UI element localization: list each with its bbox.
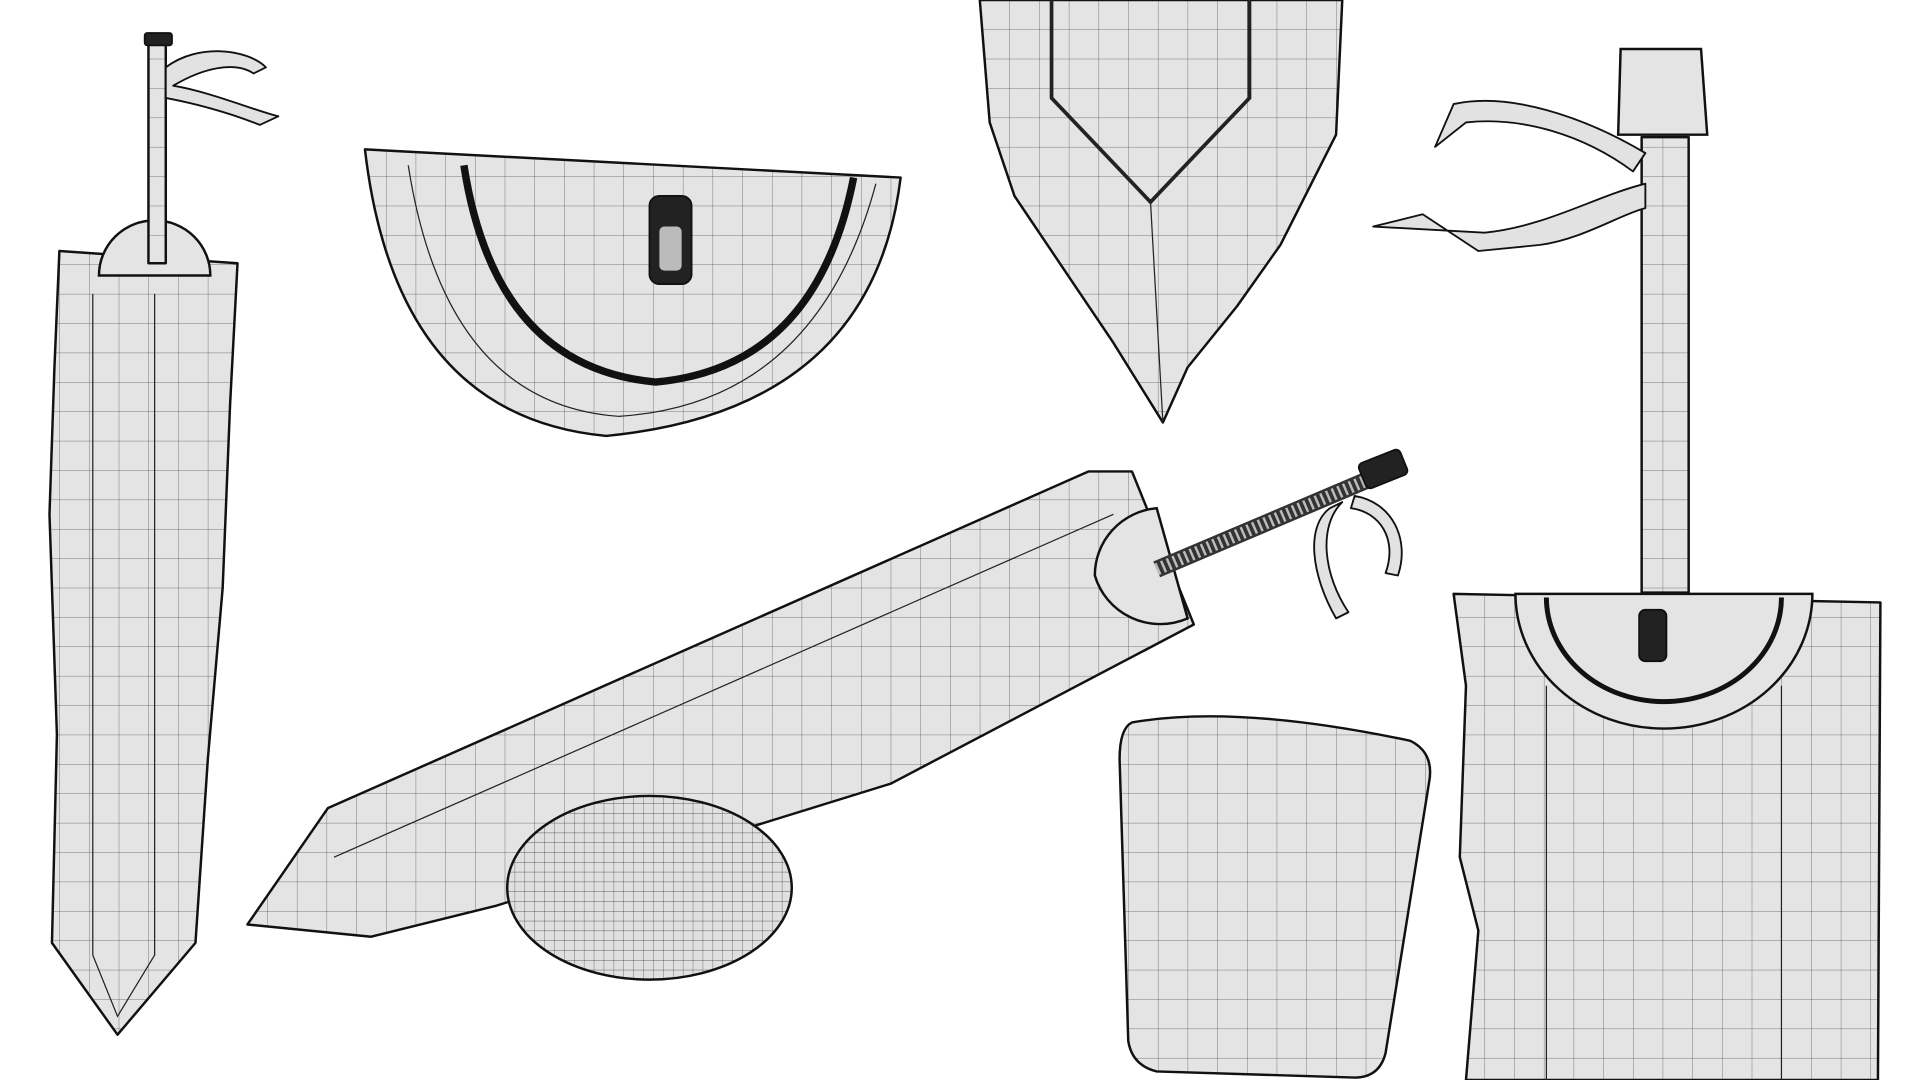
- grip: [147, 41, 168, 265]
- rock: [505, 794, 793, 981]
- blade-tip-closeup: [978, 0, 1344, 424]
- sword-hilt-closeup-right: [1372, 47, 1882, 1080]
- clasp: [1638, 608, 1668, 663]
- guard: [1093, 506, 1190, 626]
- claw: [1313, 495, 1403, 620]
- pommel-block-closeup: [1118, 715, 1432, 1079]
- guard-half-disc-closeup: [363, 148, 902, 438]
- claw: [1372, 100, 1647, 252]
- sword-diagonal: [246, 448, 1409, 938]
- blade: [1452, 592, 1882, 1080]
- blade: [48, 249, 239, 1036]
- grip: [1640, 135, 1690, 594]
- pommel: [1357, 448, 1409, 490]
- blade: [246, 470, 1196, 938]
- claw: [164, 50, 280, 126]
- guard: [1514, 592, 1814, 730]
- sword-vertical-left: [48, 32, 280, 1036]
- pommel: [1616, 47, 1709, 136]
- pommel: [143, 32, 173, 47]
